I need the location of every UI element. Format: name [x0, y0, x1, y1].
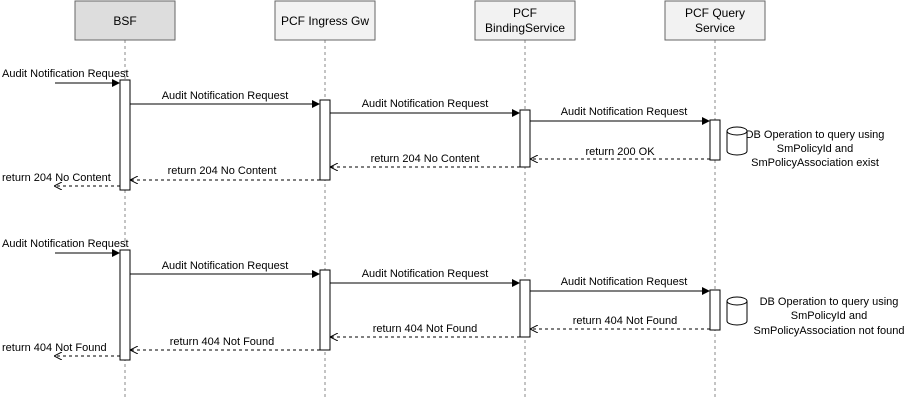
label-request-in-1: Audit Notification Request — [2, 68, 129, 80]
participant-binding: PCF BindingService — [474, 0, 576, 41]
db-note-1-line2: SmPolicyId and — [777, 143, 853, 155]
label-ingress-to-binding-1: Audit Notification Request — [362, 98, 489, 110]
participant-ingress-box — [274, 0, 376, 41]
participant-bsf: BSF — [74, 0, 176, 41]
label-binding-to-ingress-1: return 204 No Content — [371, 153, 480, 165]
database-icon — [726, 296, 748, 326]
participant-binding-label-line2: BindingService — [485, 21, 565, 35]
label-ingress-to-binding-2: Audit Notification Request — [362, 268, 489, 280]
activation-query-1 — [709, 119, 721, 161]
activation-bsf-2 — [119, 249, 131, 361]
label-binding-to-query-2: Audit Notification Request — [561, 276, 688, 288]
label-binding-to-query-1: Audit Notification Request — [561, 106, 688, 118]
label-ingress-to-bsf-1: return 204 No Content — [168, 165, 277, 177]
label-query-to-binding-2: return 404 Not Found — [573, 315, 678, 327]
activation-bsf-1 — [119, 79, 131, 191]
participant-binding-label-line1: PCF — [513, 6, 537, 20]
participant-query-label-line2: Service — [695, 21, 735, 35]
flow-2: Audit Notification Request Audit Notific… — [2, 238, 905, 361]
participant-query-label-line1: PCF Query — [685, 6, 745, 20]
participant-ingress: PCF Ingress Gw — [274, 0, 376, 41]
db-note-1-line3: SmPolicyAssociation exist — [751, 157, 879, 169]
db-note-2-line1: DB Operation to query using — [760, 296, 899, 308]
participant-query-box — [664, 0, 766, 41]
db-note-2-line2: SmPolicyId and — [791, 310, 867, 322]
activation-query-2 — [709, 289, 721, 331]
participant-bsf-box — [74, 0, 176, 41]
flow-1: Audit Notification Request Audit Notific… — [2, 68, 885, 191]
activation-binding-1 — [519, 109, 531, 168]
label-ingress-to-bsf-2: return 404 Not Found — [170, 336, 275, 348]
database-icon — [726, 126, 748, 156]
label-bsf-to-ingress-1: Audit Notification Request — [162, 90, 289, 102]
participant-bsf-label: BSF — [113, 14, 136, 28]
activation-ingress-1 — [319, 99, 331, 181]
label-response-out-1: return 204 No Content — [2, 172, 111, 184]
db-note-2-line3: SmPolicyAssociation not found — [753, 325, 904, 337]
activation-binding-2 — [519, 279, 531, 338]
participant-query: PCF Query Service — [664, 0, 766, 41]
label-request-in-2: Audit Notification Request — [2, 238, 129, 250]
activation-ingress-2 — [319, 269, 331, 351]
label-bsf-to-ingress-2: Audit Notification Request — [162, 260, 289, 272]
participant-binding-box — [474, 0, 576, 41]
label-response-out-2: return 404 Not Found — [2, 342, 107, 354]
participant-ingress-label: PCF Ingress Gw — [281, 14, 369, 28]
db-note-1-line1: DB Operation to query using — [746, 129, 885, 141]
label-binding-to-ingress-2: return 404 Not Found — [373, 323, 478, 335]
label-query-to-binding-1: return 200 OK — [585, 146, 655, 158]
